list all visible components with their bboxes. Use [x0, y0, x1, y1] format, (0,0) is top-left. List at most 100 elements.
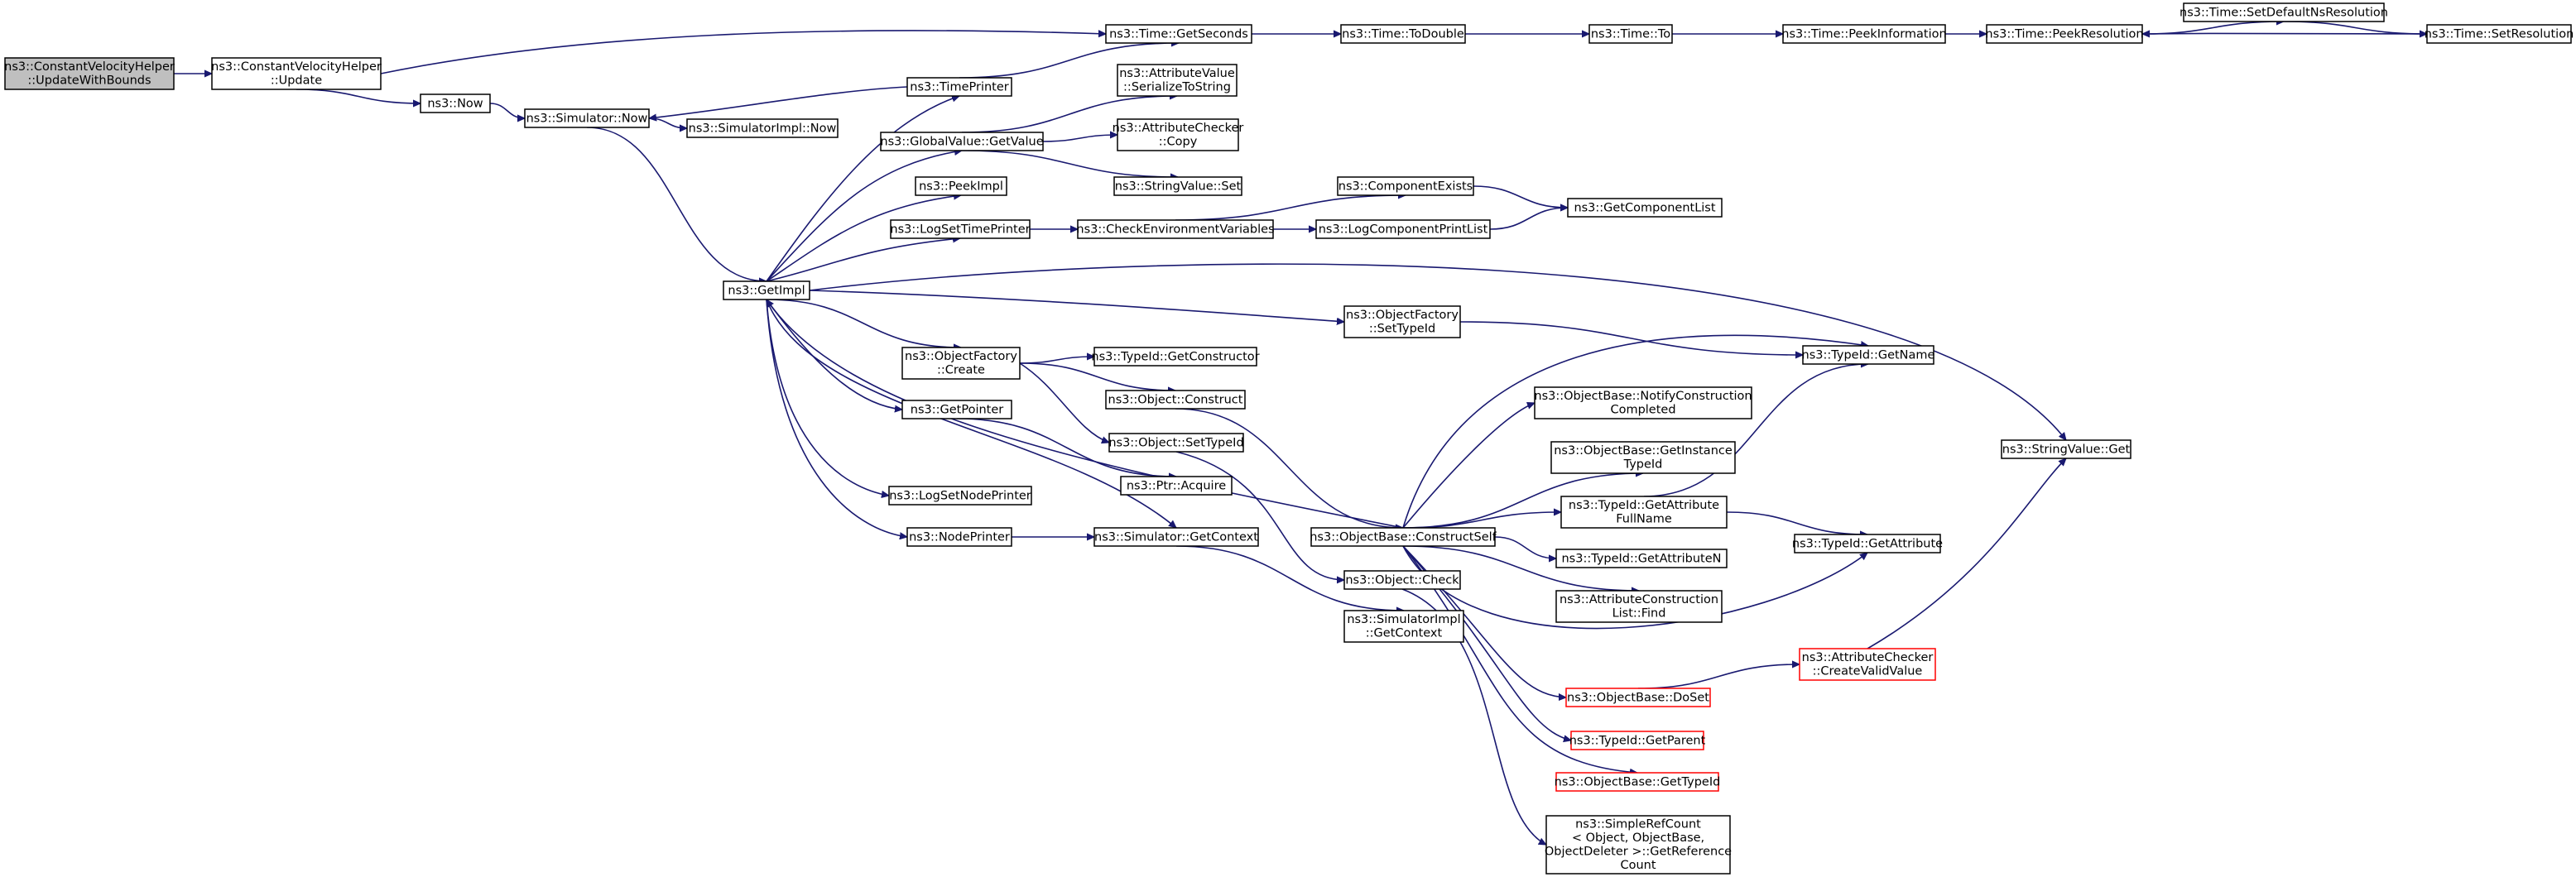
node-peekres[interactable]: ns3::Time::PeekResolution — [1985, 24, 2144, 44]
node-tidgetparent[interactable]: ns3::TypeId::GetParent — [1569, 731, 1706, 750]
node-tidgetattr[interactable]: ns3::TypeId::GetAttribute — [1792, 534, 1943, 554]
node-label: ns3::NodePrinter — [909, 530, 1010, 544]
node-getseconds[interactable]: ns3::Time::GetSeconds — [1105, 24, 1252, 44]
node-label: ns3::GetImpl — [728, 284, 805, 297]
node-todouble[interactable]: ns3::Time::ToDouble — [1340, 24, 1466, 44]
node-box — [1310, 527, 1496, 547]
node-avserialize[interactable]: ns3::AttributeValue::SerializeToString — [1117, 64, 1238, 97]
node-accreatevalid[interactable]: ns3::AttributeChecker::CreateValidValue — [1799, 648, 1936, 681]
node-label: ns3::SimulatorImpl::Now — [689, 122, 837, 135]
edge-layer — [174, 22, 2428, 846]
node-box — [2426, 24, 2572, 44]
node-label: ns3::ObjectBase::ConstructSelf — [1310, 530, 1497, 544]
node-svget[interactable]: ns3::StringValue::Get — [2001, 439, 2131, 459]
node-ofsettypeid[interactable]: ns3::ObjectFactory::SetTypeId — [1343, 305, 1461, 338]
edge-timeprinter-to-getseconds — [959, 43, 1179, 79]
edge-gvgetvalue-to-avserialize — [961, 96, 1177, 133]
node-label: ns3::LogSetNodePrinter — [889, 489, 1031, 502]
node-accopy[interactable]: ns3::AttributeChecker::Copy — [1113, 118, 1244, 151]
edge-obconstructself-to-tidgetname — [1402, 334, 1868, 529]
node-ptracquire[interactable]: ns3::Ptr::Acquire — [1120, 476, 1233, 496]
node-label: ::Copy — [1159, 136, 1198, 149]
node-checkenv[interactable]: ns3::CheckEnvironmentVariables — [1076, 219, 1275, 239]
node-box — [420, 93, 491, 113]
node-getpointer[interactable]: ns3::GetPointer — [901, 400, 1012, 419]
node-box — [1555, 772, 1719, 792]
edge-simnow-to-getimpl — [586, 127, 767, 281]
edge-setres-to-peekres — [2142, 33, 2428, 34]
node-label: ns3::Time::GetSeconds — [1109, 27, 1248, 41]
node-logcompprint[interactable]: ns3::LogComponentPrintList — [1315, 219, 1491, 239]
node-simimplgetcontext[interactable]: ns3::SimulatorImpl::GetContext — [1343, 610, 1464, 643]
node-logsetnodeprinter[interactable]: ns3::LogSetNodePrinter — [888, 486, 1032, 506]
node-setdefaultns[interactable]: ns3::Time::SetDefaultNsResolution — [2180, 2, 2388, 22]
node-peekinfo[interactable]: ns3::Time::PeekInformation — [1781, 24, 1947, 44]
node-label: ns3::GlobalValue::GetValue — [880, 135, 1043, 148]
edge-getimpl-to-ofcreate — [766, 299, 961, 347]
node-box — [1570, 731, 1704, 750]
node-root[interactable]: ns3::ConstantVelocityHelper::UpdateWithB… — [4, 57, 175, 90]
node-timeprinter[interactable]: ns3::TimePrinter — [906, 77, 1012, 97]
node-box — [1113, 176, 1242, 196]
node-label: ns3::ObjectBase::DoSet — [1567, 691, 1709, 704]
node-ofcreate[interactable]: ns3::ObjectFactory::Create — [901, 347, 1021, 380]
edge-obconstructself-to-getimpl — [767, 300, 1404, 529]
edge-checkenv-to-compexists — [1175, 195, 1406, 221]
node-nodeprinter[interactable]: ns3::NodePrinter — [906, 527, 1012, 547]
edge-ofcreate-to-tidgetctor — [1019, 357, 1094, 364]
node-getimpl[interactable]: ns3::GetImpl — [723, 280, 810, 300]
node-box — [1555, 590, 1723, 623]
node-box — [2183, 2, 2385, 22]
node-box — [1550, 441, 1736, 474]
node-label: ns3::ObjectFactory — [905, 350, 1017, 363]
node-simimplnow[interactable]: ns3::SimulatorImpl::Now — [686, 118, 839, 138]
edge-simnow-to-simimplnow — [648, 117, 687, 128]
edge-logcompprint-to-getcomplist — [1489, 208, 1568, 230]
edge-peekres-to-setdefaultns — [2141, 22, 2284, 35]
node-box — [1802, 345, 1934, 365]
edge-obconstructself-to-obgettypeid — [1402, 545, 1637, 773]
node-label: ns3::AttributeValue — [1119, 67, 1235, 80]
node-obconstructself[interactable]: ns3::ObjectBase::ConstructSelf — [1310, 527, 1497, 547]
node-objconstruct[interactable]: ns3::Object::Construct — [1105, 390, 1246, 410]
node-peekimpl[interactable]: ns3::PeekImpl — [915, 176, 1007, 196]
node-objcheck[interactable]: ns3::Object::Check — [1343, 570, 1461, 590]
node-obgettypeid[interactable]: ns3::ObjectBase::GetTypeId — [1555, 772, 1721, 792]
node-compexists[interactable]: ns3::ComponentExists — [1337, 176, 1474, 196]
node-tidgetname[interactable]: ns3::TypeId::GetName — [1802, 345, 1935, 365]
node-simplerefcount[interactable]: ns3::SimpleRefCount< Object, ObjectBase,… — [1545, 815, 1732, 875]
node-obnotify[interactable]: ns3::ObjectBase::NotifyConstructionCompl… — [1534, 386, 1752, 419]
node-box — [1117, 64, 1238, 97]
node-label: ns3::TypeId::GetName — [1802, 348, 1935, 362]
edge-now-to-simnow — [489, 103, 525, 118]
node-label: ns3::GetComponentList — [1574, 201, 1715, 214]
edge-compexists-to-getcomplist — [1473, 185, 1568, 208]
node-svset[interactable]: ns3::StringValue::Set — [1113, 176, 1242, 196]
node-gvgetvalue[interactable]: ns3::GlobalValue::GetValue — [880, 132, 1044, 151]
node-logsettimeprinter[interactable]: ns3::LogSetTimePrinter — [890, 219, 1031, 239]
node-box — [901, 347, 1021, 380]
node-label: ObjectDeleter >::GetReference — [1545, 846, 1732, 859]
node-setres[interactable]: ns3::Time::SetResolution — [2425, 24, 2574, 44]
node-box — [723, 280, 810, 300]
edge-objconstruct-to-obconstructself — [1175, 408, 1403, 528]
node-tidgetctor[interactable]: ns3::TypeId::GetConstructor — [1091, 347, 1260, 367]
node-label: ::SetTypeId — [1369, 323, 1435, 336]
node-box — [1108, 433, 1244, 453]
node-box — [1093, 527, 1259, 547]
node-simgetcontext[interactable]: ns3::Simulator::GetContext — [1093, 527, 1259, 547]
edge-getimpl-to-svget — [809, 263, 2066, 440]
node-box — [1105, 390, 1246, 410]
node-obdoset[interactable]: ns3::ObjectBase::DoSet — [1565, 688, 1711, 707]
node-label: ::CreateValidValue — [1813, 665, 1923, 678]
node-tidgetattrn[interactable]: ns3::TypeId::GetAttributeN — [1555, 549, 1728, 568]
node-simnow[interactable]: ns3::Simulator::Now — [524, 108, 650, 128]
node-objsettypeid[interactable]: ns3::Object::SetTypeId — [1108, 433, 1244, 453]
node-update[interactable]: ns3::ConstantVelocityHelper::Update — [211, 57, 382, 90]
node-timeto[interactable]: ns3::Time::To — [1588, 24, 1673, 44]
node-getcomplist[interactable]: ns3::GetComponentList — [1567, 198, 1723, 218]
node-now[interactable]: ns3::Now — [420, 93, 491, 113]
